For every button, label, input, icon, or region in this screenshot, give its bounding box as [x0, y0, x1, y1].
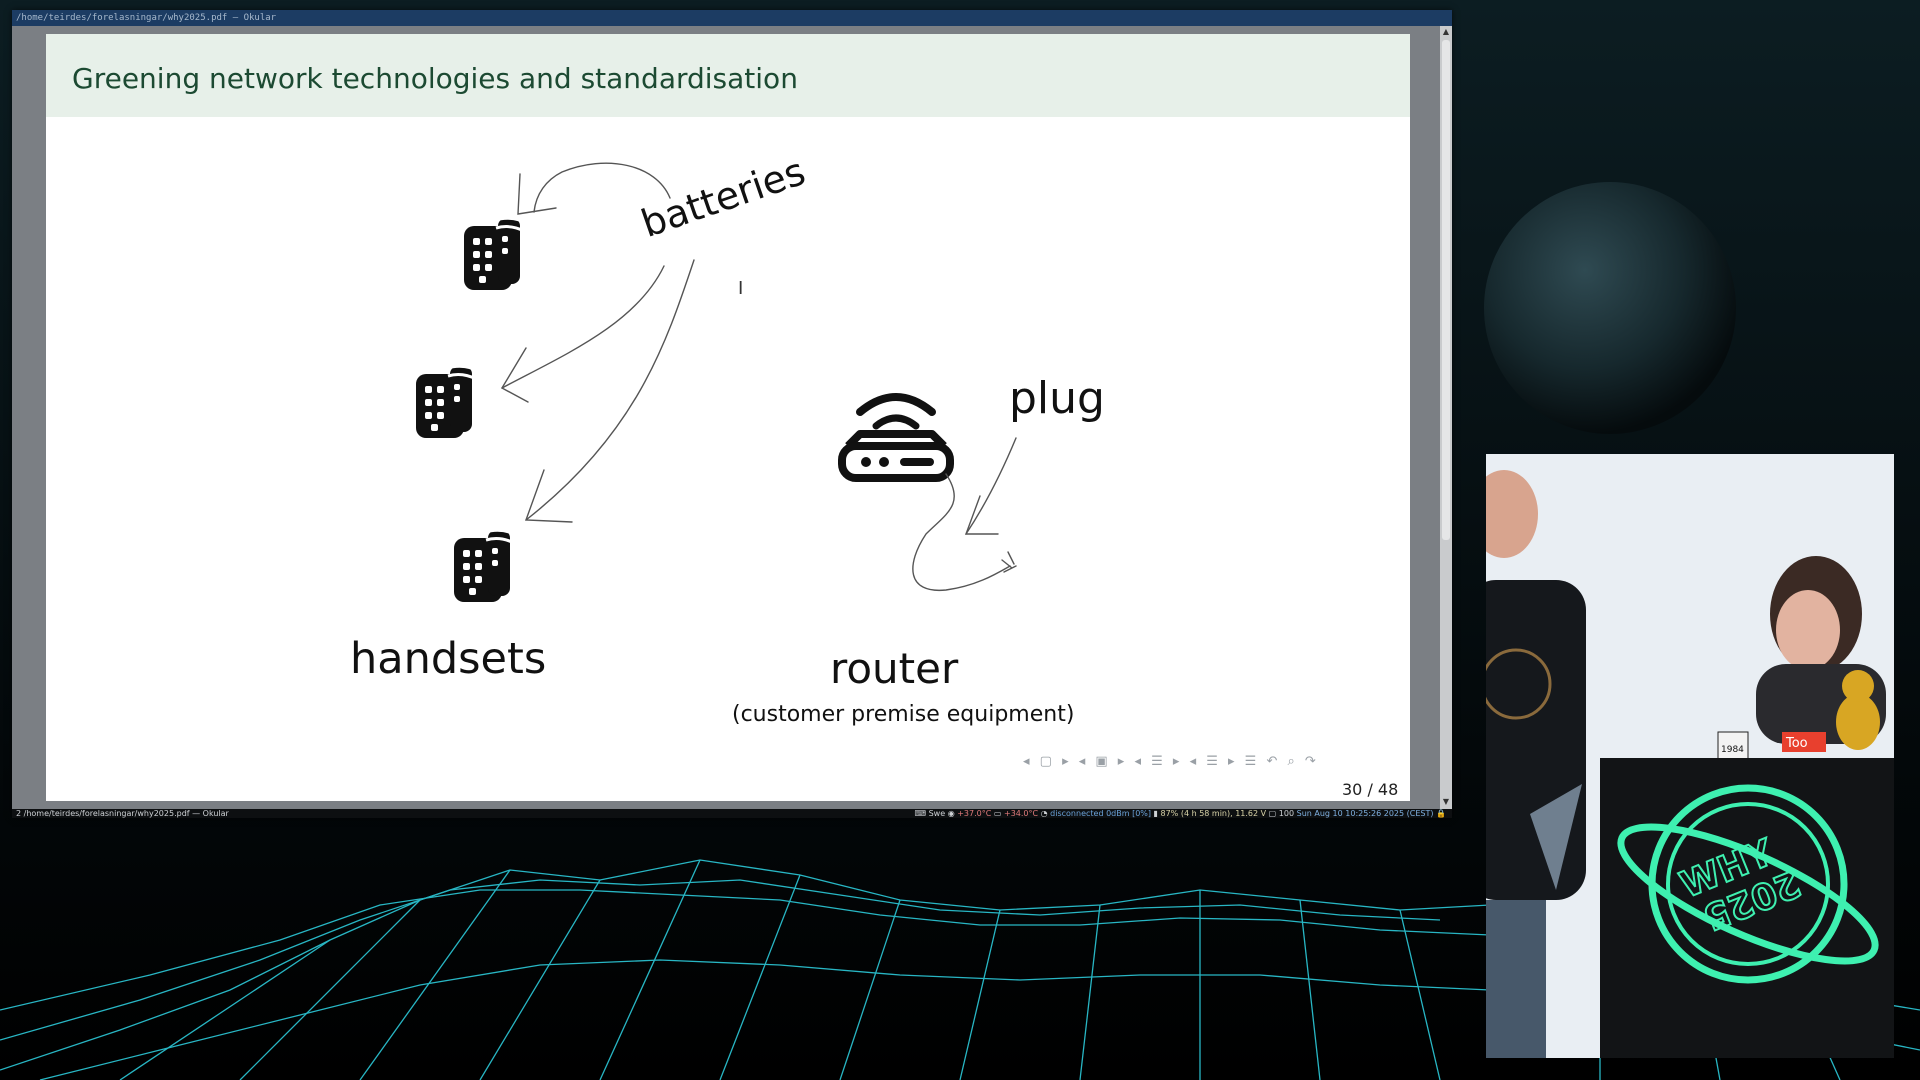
- okular-window: /home/teirdes/forelasningar/why2025.pdf …: [12, 10, 1452, 818]
- handset-icon: [416, 363, 483, 438]
- why2025-logo: [1617, 784, 1879, 984]
- plug-arrow: [912, 437, 1017, 591]
- label-handsets: handsets: [350, 634, 547, 684]
- presenter-left: [1486, 470, 1586, 1058]
- lock-icon: 🔒: [1436, 809, 1446, 818]
- status-clock: Sun Aug 10 10:25:26 2025 (CEST): [1296, 809, 1434, 818]
- slide-title: Greening network technologies and standa…: [72, 62, 798, 95]
- battery-icon: ▮: [1153, 809, 1158, 818]
- status-gpu-temp: +34.0°C: [1003, 809, 1039, 818]
- svg-text:Too: Too: [1785, 736, 1808, 751]
- status-brightness: 100: [1278, 809, 1295, 818]
- keyboard-icon: ⌨: [914, 809, 927, 818]
- scroll-down-arrow-icon[interactable]: ▼: [1442, 797, 1450, 806]
- slide-header: [46, 34, 1410, 117]
- label-router-subtitle: (customer premise equipment): [732, 702, 1075, 727]
- speaker-camera-feed: 1984 Too WHY 2025: [1486, 454, 1894, 1058]
- router-icon: [838, 393, 954, 482]
- status-cpu-temp: +37.0°C: [957, 809, 992, 818]
- svg-text:1984: 1984: [1721, 745, 1744, 755]
- monitor-icon: ▭: [993, 809, 1002, 818]
- handset-icon: [464, 215, 531, 290]
- battery-arrows: [501, 162, 695, 523]
- status-window-info: 2 /home/teirdes/forelasningar/why2025.pd…: [16, 809, 229, 818]
- slide-drawing: [416, 162, 1017, 602]
- status-keyboard-layout: Swe: [928, 809, 946, 818]
- planet: [1484, 182, 1736, 434]
- window-title[interactable]: /home/teirdes/forelasningar/why2025.pdf …: [12, 10, 1452, 26]
- status-battery: 87% (4 h 58 min), 11.62 V: [1160, 809, 1267, 818]
- beamer-navigation-controls[interactable]: ◂ ▢ ▸ ◂ ▣ ▸ ◂ ☰ ▸ ◂ ☰ ▸ ☰ ↶ ⌕ ↷: [1023, 754, 1319, 769]
- system-status-bar: 2 /home/teirdes/forelasningar/why2025.pd…: [12, 809, 1452, 818]
- cpu-icon: ◉: [947, 809, 955, 818]
- wifi-icon: ◔: [1040, 809, 1048, 818]
- label-plug: plug: [1009, 373, 1105, 424]
- scroll-up-arrow-icon[interactable]: ▲: [1442, 27, 1450, 36]
- label-router: router: [830, 644, 959, 693]
- ibeam-cursor-icon: I: [738, 278, 744, 299]
- slide-page: Greening network technologies and standa…: [46, 34, 1410, 801]
- status-network: disconnected 0dBm [0%]: [1050, 809, 1151, 818]
- lectern: WHY 2025: [1600, 758, 1894, 1058]
- page-indicator: 30 / 48: [1342, 780, 1399, 799]
- brightness-icon: ▢: [1268, 809, 1277, 818]
- scrollbar-thumb[interactable]: [1442, 40, 1450, 540]
- status-indicators: ⌨ Swe ◉ +37.0°C ▭ +34.0°C ◔ disconnected…: [915, 809, 1447, 818]
- handset-icon: [454, 527, 521, 602]
